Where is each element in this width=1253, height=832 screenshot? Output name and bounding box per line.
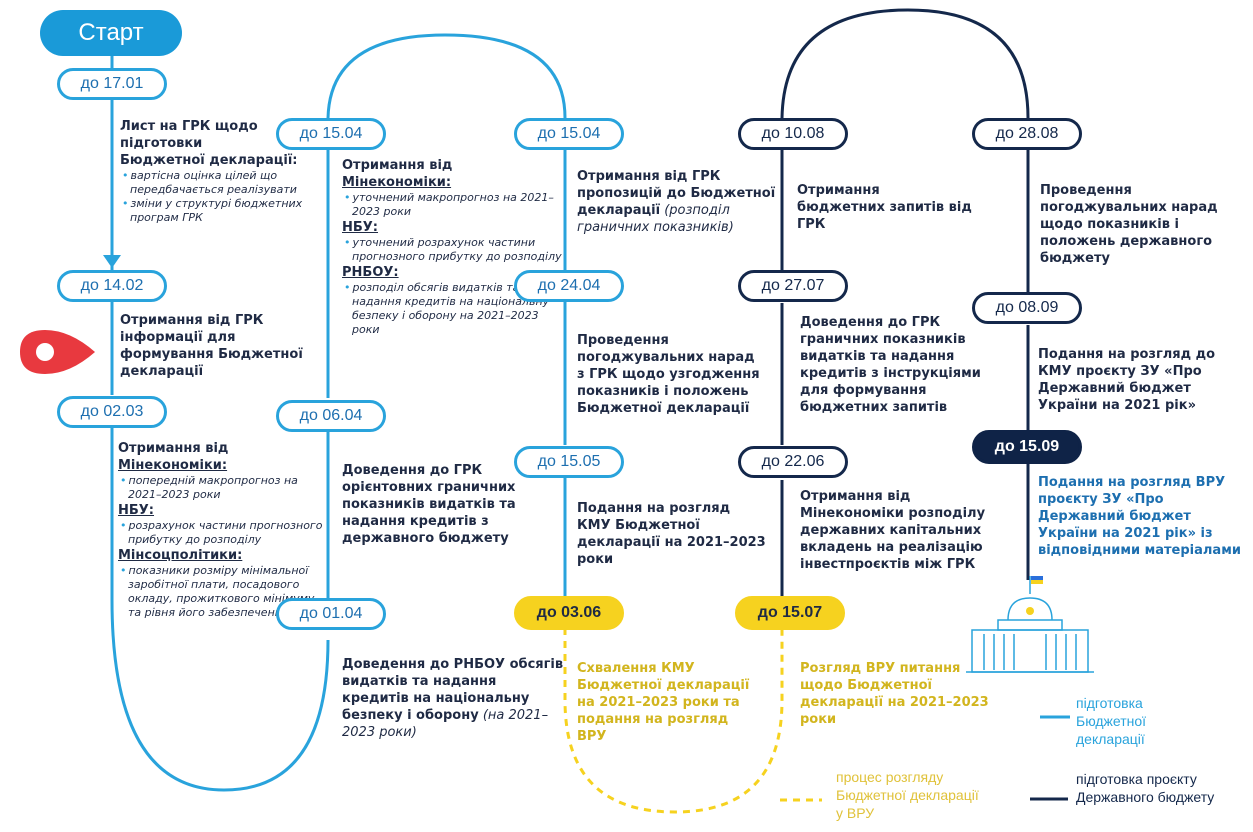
step-c2-1-h2-item-text: уточнений розрахунок частини прогнозного… [352, 236, 562, 263]
step-c1-1-item-2-text: зміни у структурі бюджетних програм ГРК [130, 197, 303, 224]
step-c3-1-italic: (розподіл граничних показників) [577, 203, 734, 235]
step-c1-1-item: •вартісна оцінка цілей що передбачається… [122, 169, 297, 196]
step-c1-1: Лист на ГРК щодо підготовки Бюджетної де… [120, 118, 320, 225]
step-c1-3-h3-item: •показники розміру мінімальної заробітно… [120, 564, 315, 619]
step-c4-2: Доведення до ГРК граничних показників ви… [800, 315, 981, 415]
step-c5-1: Проведення погоджувальних нарад щодо пок… [1040, 183, 1218, 266]
step-c4-4: Розгляд ВРУ питання щодо Бюджетної декла… [800, 661, 989, 727]
step-c1-1-title-b: підготовки [120, 136, 203, 151]
step-c3-4: Схвалення КМУ Бюджетної декларації на 20… [577, 661, 750, 744]
step-c1-3-h2-item-text: розрахунок частини прогнозного прибутку … [128, 519, 323, 546]
step-c2-1-h3-item-text: розподіл обсягів видатків та надання кре… [352, 281, 550, 336]
date-badge-c4-4: до 15.07 [735, 596, 845, 630]
parliament-building-icon [966, 576, 1094, 673]
step-c2-3-italic: (на 2021–2023 роки) [342, 708, 549, 740]
date-badge-c5-3: до 15.09 [972, 430, 1082, 464]
date-badge-c4-3: до 22.06 [738, 446, 848, 478]
step-c2-1-h1-item: •уточнений макропрогноз на 2021–2023 рок… [344, 191, 554, 218]
step-c2-1-h3-item: •розподіл обсягів видатків та надання кр… [344, 281, 550, 336]
step-c1-3-h3: Мінсоцполітики: [118, 548, 243, 563]
date-badge-c2-3: до 01.04 [276, 598, 386, 630]
step-c1-3-h1-item: •попередній макропрогноз на 2021–2023 ро… [120, 474, 298, 501]
date-badge-c5-2: до 08.09 [972, 292, 1082, 324]
step-c2-3-bold: Доведення до РНБОУ обсягів видатків та н… [342, 657, 564, 723]
step-c5-3: Подання на розгляд ВРУ проєкту ЗУ «Про Д… [1038, 475, 1241, 558]
step-c3-2: Проведення погоджувальних нарад з ГРК що… [577, 333, 760, 416]
start-badge: Старт [40, 10, 182, 56]
step-c1-3-h3-item-text: показники розміру мінімальної заробітної… [128, 564, 315, 619]
date-badge-c1-3: до 02.03 [57, 396, 167, 428]
step-c1-3-h1: Мінекономіки: [118, 458, 228, 473]
step-c5-2: Подання на розгляд до КМУ проєкту ЗУ «Пр… [1038, 347, 1216, 413]
date-badge-c5-1: до 28.08 [972, 118, 1082, 150]
step-c2-2: Доведення до ГРК орієнтовних граничних п… [342, 463, 516, 546]
date-badge-c1-2: до 14.02 [57, 270, 167, 302]
step-c2-1-h2-item: •уточнений розрахунок частини прогнозног… [344, 236, 562, 263]
legend-navy-label: підготовка проєкту Державного бюджету [1076, 771, 1215, 805]
step-c1-3: Отримання від Мінекономіки: •попередній … [118, 440, 323, 620]
location-marker-icon [20, 330, 95, 374]
step-c1-3-h2: НБУ: [118, 503, 155, 518]
date-badge-c3-3: до 15.05 [514, 446, 624, 478]
step-c3-1: Отримання від ГРК пропозицій до Бюджетно… [577, 168, 777, 236]
step-c2-1-h1: Мінекономіки: [342, 175, 452, 190]
step-c1-1-title-c: Бюджетної декларації: [120, 153, 298, 168]
step-c2-3: Доведення до РНБОУ обсягів видатків та н… [342, 656, 567, 741]
step-c1-1-title-a: Лист на ГРК щодо [120, 119, 258, 134]
step-c4-1: Отримання бюджетних запитів від ГРК [797, 183, 972, 232]
step-c2-1: Отримання від Мінекономіки: •уточнений м… [342, 157, 562, 337]
legend-blue-label: підготовка Бюджетної декларації [1076, 695, 1147, 747]
date-badge-c1-1: до 17.01 [57, 68, 167, 100]
step-c1-1-item-1-text: вартісна оцінка цілей що передбачається … [130, 169, 297, 196]
date-badge-c2-2: до 06.04 [276, 400, 386, 432]
date-badge-c4-2: до 27.07 [738, 270, 848, 302]
date-badge-c3-4: до 03.06 [514, 596, 624, 630]
legend-yellow-label: процес розгляду Бюджетної декларації у В… [836, 769, 979, 821]
step-c1-3-title: Отримання від [118, 441, 229, 456]
date-badge-c3-1: до 15.04 [514, 118, 624, 150]
step-c2-1-h2: НБУ: [342, 220, 379, 235]
step-c2-1-h3: РНБОУ: [342, 265, 399, 280]
step-c2-1-h1-item-text: уточнений макропрогноз на 2021–2023 роки [352, 191, 554, 218]
step-c1-2: Отримання від ГРК інформації для формува… [120, 313, 303, 379]
step-c1-3-h2-item: •розрахунок частини прогнозного прибутку… [120, 519, 323, 546]
step-c1-3-h1-item-text: попередній макропрогноз на 2021–2023 рок… [128, 474, 298, 501]
date-badge-c2-1: до 15.04 [276, 118, 386, 150]
date-badge-c3-2: до 24.04 [514, 270, 624, 302]
step-c2-1-title: Отримання від [342, 158, 453, 173]
step-c3-1-bold: Отримання від ГРК пропозицій до Бюджетно… [577, 169, 776, 218]
step-c1-1-item: •зміни у структурі бюджетних програм ГРК [122, 197, 303, 224]
date-badge-c4-1: до 10.08 [738, 118, 848, 150]
step-c3-3: Подання на розгляд КМУ Бюджетної деклара… [577, 501, 766, 567]
step-c4-3: Отримання від Мінекономіки розподілу дер… [800, 489, 986, 572]
